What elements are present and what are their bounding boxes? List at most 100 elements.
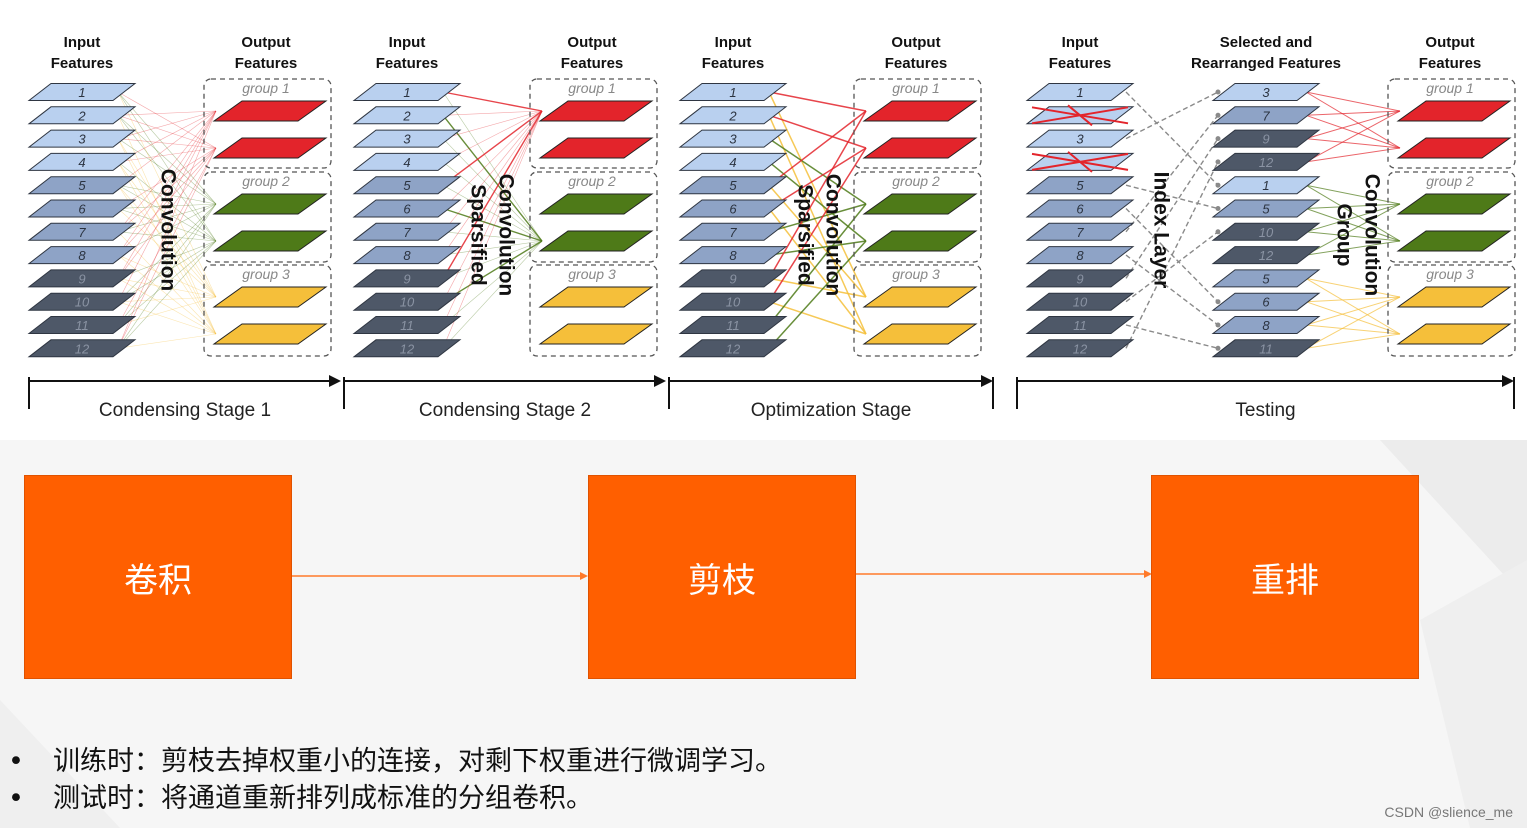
stage3-output-feature bbox=[862, 230, 978, 252]
testing-group-label: group 1 bbox=[1426, 80, 1473, 96]
timeline-arrowhead bbox=[1502, 375, 1514, 387]
stage2-output-feature bbox=[538, 286, 654, 308]
stage1-connection bbox=[117, 296, 217, 302]
stage1-connection bbox=[117, 203, 217, 233]
stage2-connection bbox=[442, 240, 543, 349]
testing-connection bbox=[1305, 324, 1401, 335]
testing-connection bbox=[1305, 277, 1401, 335]
index-arrow bbox=[1125, 114, 1219, 233]
stage2-group-box bbox=[529, 171, 658, 263]
index-layer-arrows bbox=[1125, 89, 1221, 351]
rearranged-layer-label: 9 bbox=[1262, 132, 1269, 147]
stage1-connection bbox=[117, 91, 217, 242]
stage2-connection bbox=[442, 91, 543, 112]
stage2-input-layer-label: 4 bbox=[403, 155, 410, 170]
index-arrow-head bbox=[1215, 112, 1221, 118]
stage1-input-layer-label: 5 bbox=[78, 178, 86, 193]
testing-connection bbox=[1305, 231, 1401, 242]
stage3-output-feature bbox=[862, 286, 978, 308]
testing-connection bbox=[1305, 147, 1401, 163]
testing-connection bbox=[1305, 110, 1401, 140]
testing-selected-header: Rearranged Features bbox=[1191, 55, 1341, 72]
testing-input-header: Features bbox=[1049, 55, 1112, 72]
stage3-input-layer-label: 6 bbox=[729, 202, 737, 217]
rearranged-layer-label: 3 bbox=[1262, 85, 1270, 100]
rearranged-layer-label: 12 bbox=[1259, 248, 1274, 263]
stage2-middle-label: Convolution bbox=[494, 174, 517, 296]
index-arrow-head bbox=[1215, 322, 1221, 328]
stage3-output-feature bbox=[862, 100, 978, 122]
stage1-input-layer bbox=[27, 292, 137, 311]
index-arrow bbox=[1125, 231, 1219, 303]
stage3-input-layer bbox=[678, 106, 788, 125]
index-arrow bbox=[1125, 324, 1219, 349]
rearranged-layer bbox=[1211, 316, 1321, 334]
stage2-input-layer-label: 2 bbox=[402, 108, 411, 123]
stage1-connection bbox=[117, 301, 217, 335]
stage2-connection bbox=[442, 110, 543, 116]
testing-output-feature bbox=[1396, 193, 1512, 215]
index-arrow bbox=[1125, 91, 1219, 140]
stage2-connection bbox=[442, 240, 543, 256]
stage3-connection bbox=[768, 114, 867, 149]
index-arrow bbox=[1125, 254, 1219, 326]
stage3-connection bbox=[768, 184, 867, 298]
flow-arrows bbox=[292, 570, 1152, 580]
stage3-group-label: group 2 bbox=[892, 173, 940, 189]
stage1-connection bbox=[117, 278, 217, 298]
stage3-input-layer-label: 2 bbox=[728, 108, 737, 123]
stage2-connection bbox=[442, 161, 543, 242]
testing-middle-label: Convolution bbox=[1360, 174, 1383, 296]
index-arrow-head bbox=[1215, 206, 1221, 211]
testing-output-header: Output bbox=[1425, 34, 1474, 51]
stage2-connection bbox=[442, 110, 543, 279]
stage1-input-layer-label: 12 bbox=[75, 341, 90, 356]
stage2-group-box bbox=[529, 264, 658, 357]
testing-connection bbox=[1305, 301, 1401, 335]
testing-input-layer bbox=[1025, 316, 1135, 334]
testing-group-label: group 3 bbox=[1426, 266, 1474, 282]
testing-connection bbox=[1305, 333, 1401, 349]
index-arrow-head bbox=[1215, 299, 1221, 305]
stage1-connection bbox=[117, 296, 217, 326]
testing-input-layer-label: 8 bbox=[1076, 248, 1084, 263]
index-arrow bbox=[1125, 91, 1219, 186]
stage1-connection bbox=[117, 91, 217, 205]
stage1-input-layer-label: 6 bbox=[78, 202, 86, 217]
index-arrow bbox=[1125, 208, 1219, 303]
stage3-input-layer bbox=[678, 199, 788, 218]
stage2-input-layer-label: 11 bbox=[400, 318, 414, 333]
stage1-input-layer bbox=[27, 106, 137, 125]
stage1-connection bbox=[117, 110, 217, 116]
stage1-connection bbox=[117, 208, 217, 242]
rearranged-layer bbox=[1211, 176, 1321, 195]
stage2-connection bbox=[442, 110, 543, 326]
testing-selected-header: Selected and bbox=[1220, 34, 1313, 51]
rearranged-layer bbox=[1211, 83, 1321, 101]
stage1-connections bbox=[117, 91, 217, 349]
bullet-text-training: 训练时：剪枝去掉权重小的连接，对剩下权重进行微调学习。 bbox=[53, 746, 782, 777]
testing-connection bbox=[1305, 91, 1401, 112]
stage2-input-header: Input bbox=[389, 34, 426, 51]
stage1-connection bbox=[117, 110, 217, 232]
stage3-input-header: Input bbox=[715, 34, 752, 51]
stage3-input-layer-label: 11 bbox=[726, 318, 740, 333]
testing-input-layer bbox=[1025, 292, 1135, 311]
stage1-connection bbox=[117, 110, 217, 279]
testing-input-layer bbox=[1025, 176, 1135, 195]
stage-label: Testing bbox=[1235, 400, 1295, 421]
testing-connection bbox=[1305, 184, 1401, 242]
rearranged-layer-label: 12 bbox=[1259, 155, 1274, 170]
stage2-connection bbox=[442, 240, 543, 303]
rearranged-layer-label: 6 bbox=[1262, 295, 1270, 310]
stage1-input-layer-label: 1 bbox=[78, 85, 85, 100]
stage2-input-layer bbox=[352, 152, 462, 171]
stage3-input-layer-label: 3 bbox=[729, 132, 737, 147]
stage3-connection bbox=[768, 147, 867, 303]
stage2-input-layer-label: 3 bbox=[403, 132, 411, 147]
stage3-input-layer-label: 8 bbox=[729, 248, 737, 263]
stage1-connection bbox=[117, 240, 217, 349]
stage1-connection bbox=[117, 278, 217, 335]
index-arrow bbox=[1125, 138, 1219, 279]
